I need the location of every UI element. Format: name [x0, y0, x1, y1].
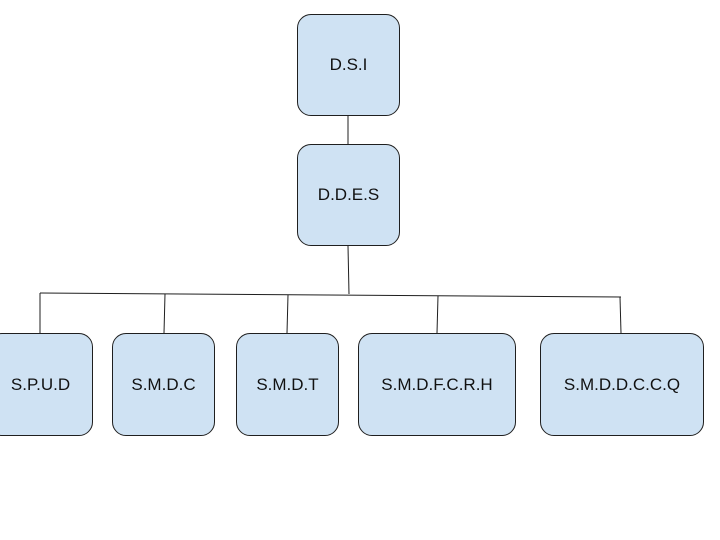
node-smdt: S.M.D.T [236, 333, 339, 436]
edge-ddes-bus [347, 245, 350, 295]
bus-line [39, 292, 622, 298]
node-smdc: S.M.D.C [112, 333, 215, 436]
node-dsi: D.S.I [297, 14, 400, 116]
node-label: D.D.E.S [317, 185, 380, 204]
node-label: D.S.I [329, 55, 368, 74]
node-smdfcrh: S.M.D.F.C.R.H [358, 333, 516, 436]
node-label: S.P.U.D [10, 374, 71, 394]
node-ddes: D.D.E.S [297, 144, 400, 246]
node-label: S.M.D.F.C.R.H [381, 374, 493, 394]
edge-bus-smdc [163, 293, 166, 334]
edge-bus-smddccq [619, 296, 622, 334]
node-smddccq: S.M.D.D.C.C.Q [540, 333, 704, 436]
node-spud: S.P.U.D [0, 333, 93, 436]
node-label: S.M.D.D.C.C.Q [563, 374, 681, 394]
node-label: S.M.D.T [256, 374, 319, 394]
edge-bus-smdfcrh [436, 295, 439, 334]
edge-bus-smdt [286, 294, 289, 334]
node-label: S.M.D.C [131, 374, 196, 394]
